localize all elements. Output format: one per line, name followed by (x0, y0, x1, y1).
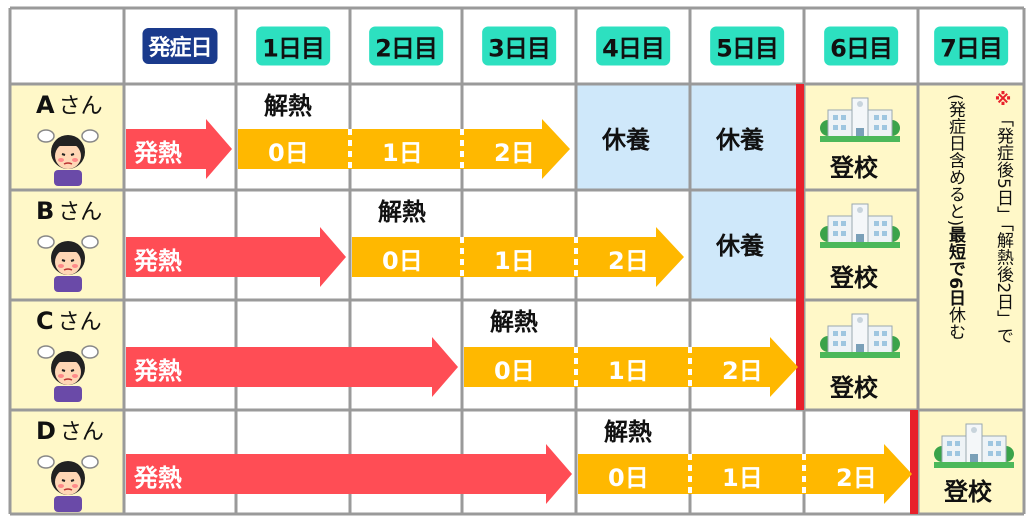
school-cell: 登校 (804, 190, 918, 300)
school-return-line (796, 84, 804, 410)
note-line-2: (発症日含めると)最短で6日休む (945, 94, 965, 341)
header-day-cell: 4日目 (576, 8, 690, 84)
fever-label: 発熱 (134, 464, 182, 492)
school-cell: 登校 (804, 84, 918, 190)
day-count-label: 1日 (722, 464, 763, 492)
school-cell: 登校 (918, 410, 1024, 514)
school-building-icon (820, 313, 900, 358)
day-badge: 2日目 (369, 26, 443, 66)
day-badge: 4日目 (596, 26, 670, 66)
header-day-cell: 5日目 (690, 8, 804, 84)
day-count-label: 2日 (836, 464, 877, 492)
fever-arrow (126, 444, 572, 504)
recovery-arrow (578, 444, 912, 504)
day-count-label: 2日 (608, 247, 649, 275)
day-count-label: 0日 (608, 464, 649, 492)
rest-cell-bg (690, 190, 804, 300)
school-label: 登校 (830, 374, 878, 402)
fever-end-label: 解熱 (604, 418, 652, 446)
fever-end-label: 解熱 (264, 92, 312, 120)
fever-arrow (126, 119, 232, 179)
day-badge: 7日目 (934, 26, 1008, 66)
person-letter: C (36, 307, 54, 335)
school-return-line (910, 410, 918, 514)
day-badge: 5日目 (710, 26, 784, 66)
sick-child-icon (37, 129, 99, 186)
day-count-label: 1日 (382, 139, 423, 167)
day-badge: 1日目 (256, 26, 330, 66)
day-badge: 3日目 (482, 26, 556, 66)
day-count-label: 2日 (494, 139, 535, 167)
note-text-2b: 最短で6日 (945, 226, 965, 307)
recovery-arrow (238, 119, 570, 179)
note-mark: ※ (993, 90, 1013, 110)
day-count-label: 1日 (494, 247, 535, 275)
fever-end-label: 解熱 (490, 308, 538, 336)
person-honorific: さん (58, 94, 103, 119)
sick-child-icon (37, 235, 99, 292)
fever-arrow (126, 337, 458, 397)
school-building-icon (820, 97, 900, 142)
person-honorific: さん (57, 310, 102, 335)
rest-label: 休養 (716, 126, 764, 154)
rest-cell-bg (690, 84, 804, 190)
person-honorific: さん (59, 420, 104, 445)
rest-label: 休養 (602, 126, 650, 154)
day-count-label: 0日 (494, 357, 535, 385)
day-count-label: 1日 (608, 357, 649, 385)
header-day-cell: 1日目 (236, 8, 350, 84)
header-day-cell: 6日目 (804, 8, 918, 84)
person-letter: B (36, 197, 55, 225)
person-letter: D (36, 417, 56, 445)
note-text-1: 「発症後5日」「解熱後2日」で (993, 110, 1013, 345)
fever-label: 発熱 (134, 357, 182, 385)
school-label: 登校 (830, 264, 878, 292)
school-building-icon (934, 423, 1014, 468)
recovery-arrow (464, 337, 798, 397)
note-text-2a: (発症日含めると) (945, 94, 965, 227)
day-badge: 6日目 (824, 26, 898, 66)
note-cell: ※「発症後5日」「解熱後2日」で (発症日含めると)最短で6日休む (918, 84, 1024, 410)
school-building-icon (820, 203, 900, 248)
sick-child-icon (37, 455, 99, 512)
header-onset-cell: 発症日 (124, 8, 236, 84)
header-day-cell: 2日目 (350, 8, 462, 84)
header-day-cell: 3日目 (462, 8, 576, 84)
fever-label: 発熱 (134, 139, 182, 167)
fever-end-label: 解熱 (378, 198, 426, 226)
day-count-label: 2日 (722, 357, 763, 385)
recovery-arrow (352, 227, 684, 287)
fever-label: 発熱 (134, 247, 182, 275)
fever-arrow (126, 227, 346, 287)
sick-child-icon (37, 345, 99, 402)
note-line-1: ※「発症後5日」「解熱後2日」で (993, 90, 1013, 345)
person-letter: A (36, 91, 55, 119)
header-day-cell: 7日目 (918, 8, 1024, 84)
rest-label: 休養 (716, 232, 764, 260)
school-label: 登校 (944, 478, 992, 506)
school-label: 登校 (830, 154, 878, 182)
rest-cell-bg (576, 84, 690, 190)
note-text-2c: 休む (945, 306, 965, 341)
person-honorific: さん (58, 200, 103, 225)
day-count-label: 0日 (382, 247, 423, 275)
day-count-label: 0日 (268, 139, 309, 167)
note-cell-bg (918, 84, 1024, 410)
onset-badge: 発症日 (142, 28, 218, 64)
school-cell: 登校 (804, 300, 918, 410)
